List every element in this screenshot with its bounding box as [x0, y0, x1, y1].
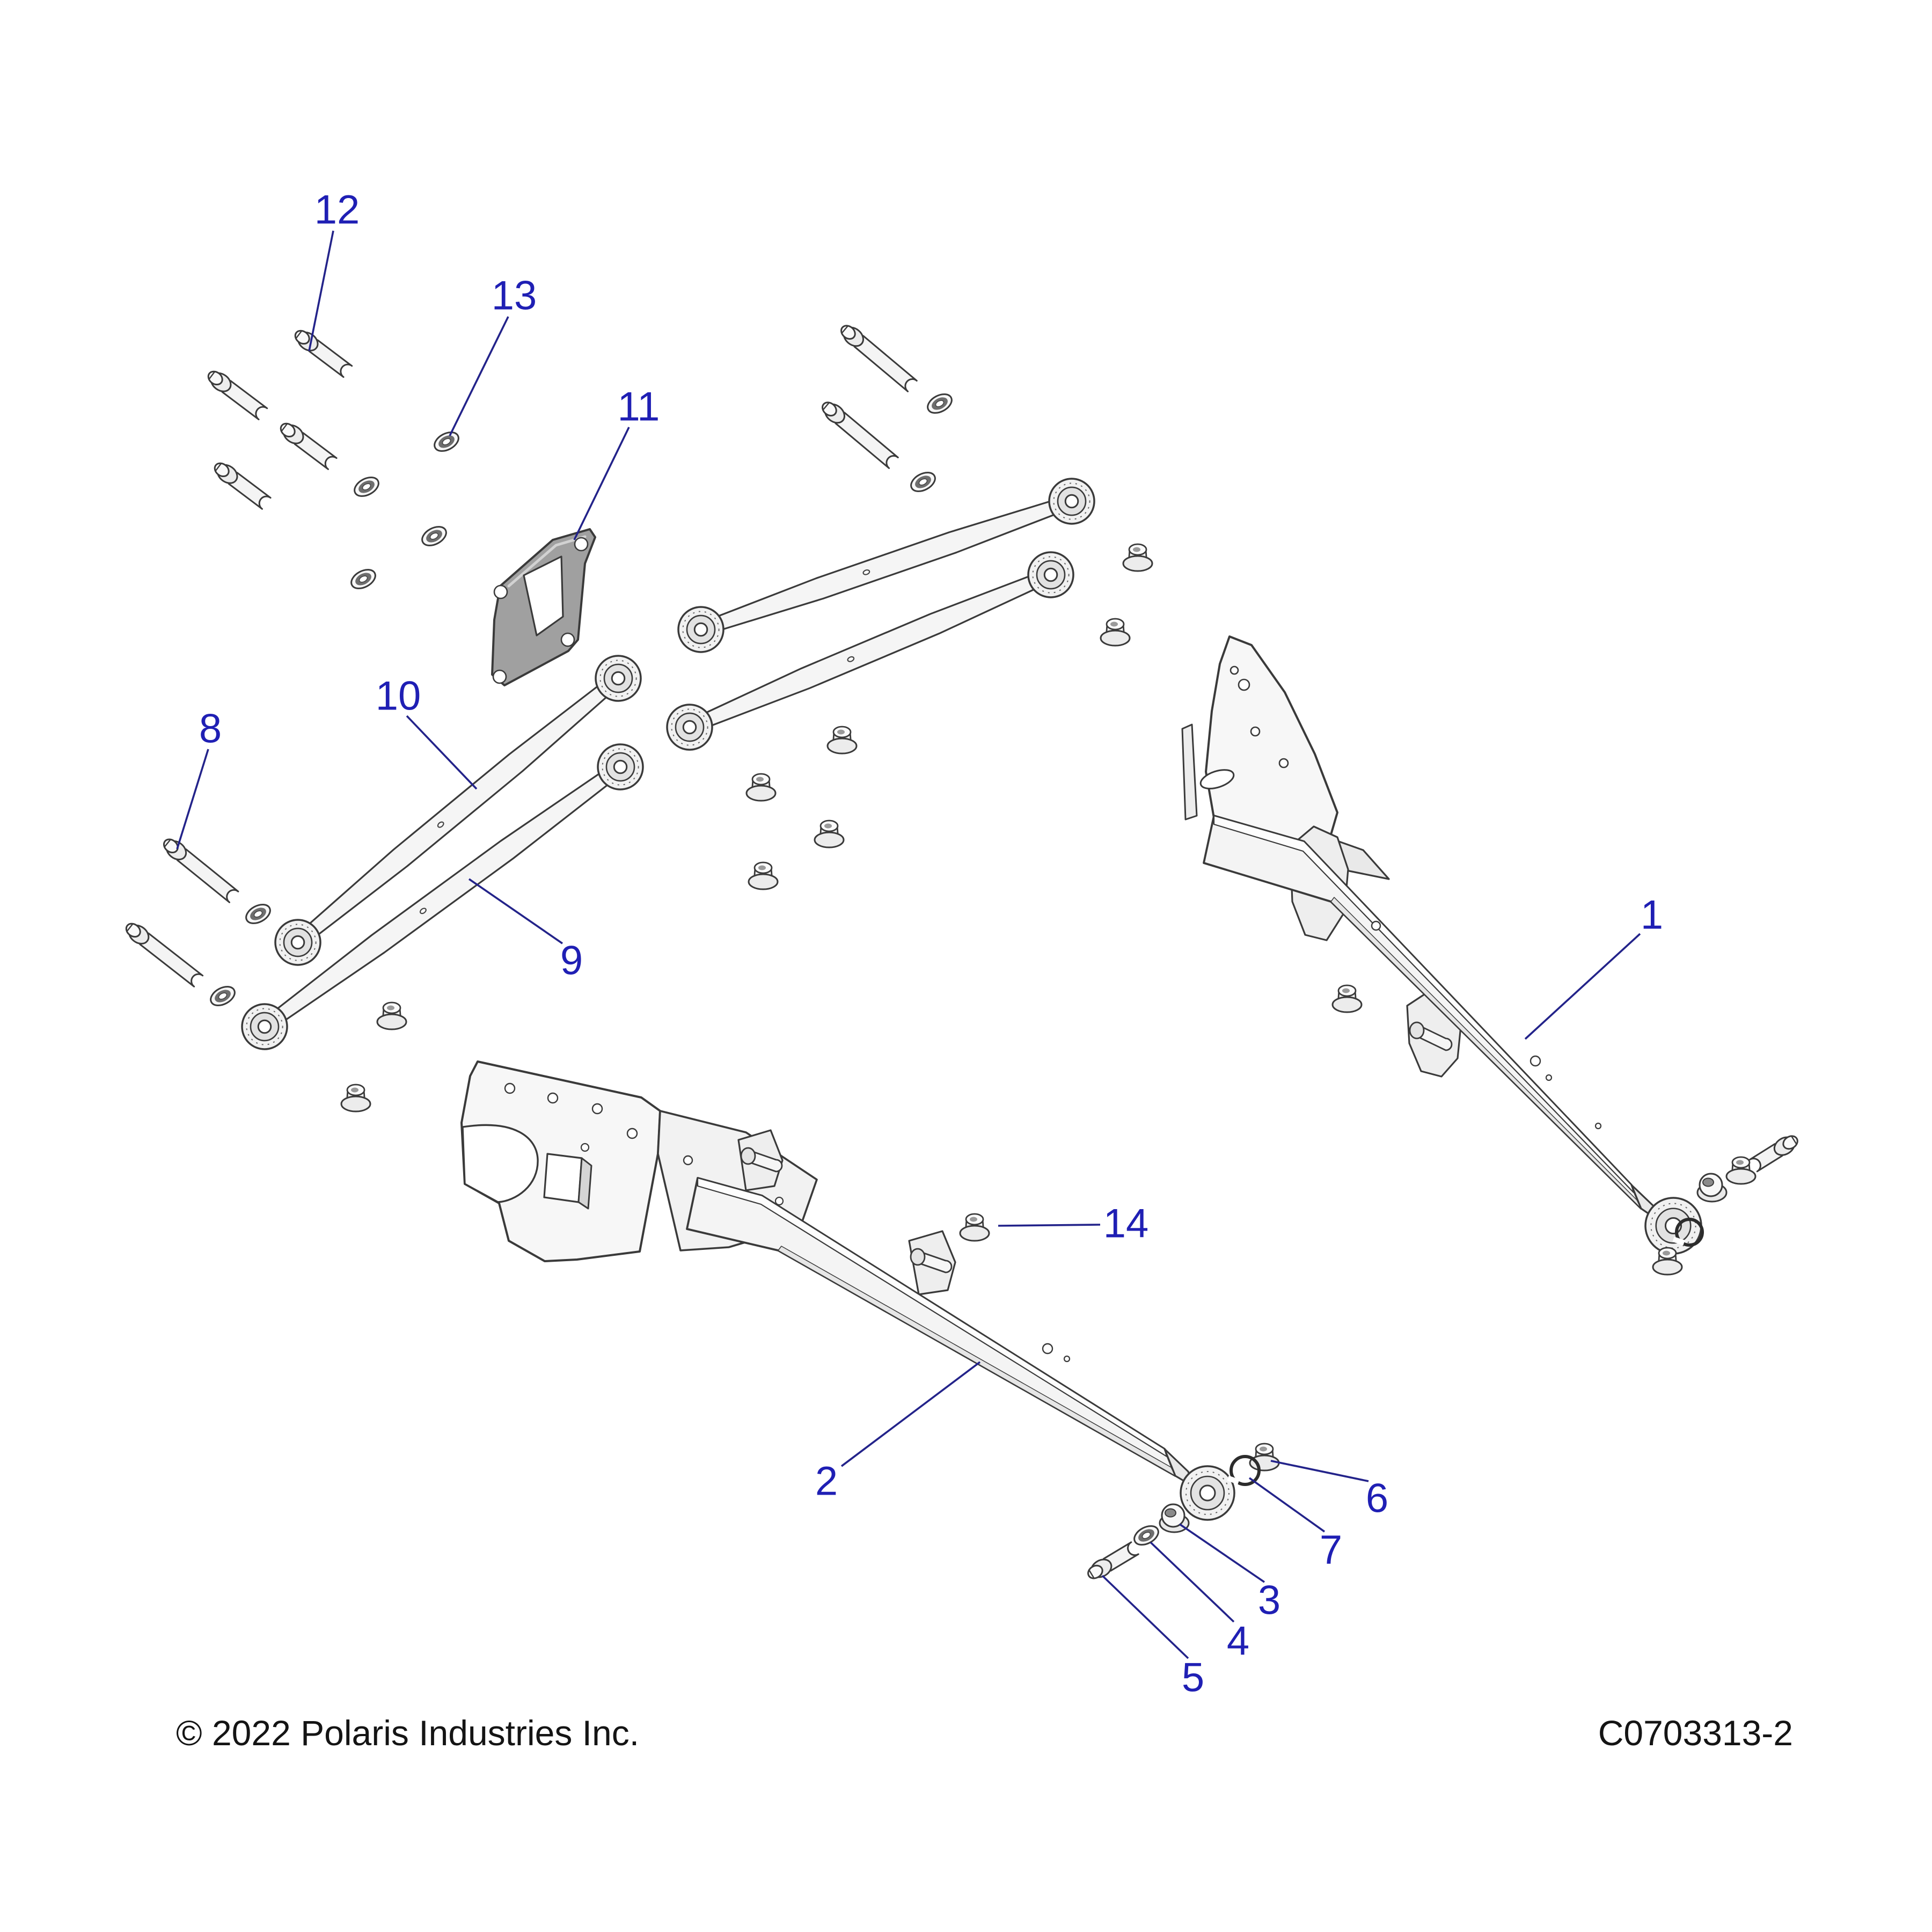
pivot-bushing [1696, 1173, 1728, 1203]
flange-nut [1122, 543, 1153, 572]
callout-3: 3 [1179, 1523, 1280, 1623]
callout-number: 3 [1258, 1578, 1280, 1623]
flange-nut [376, 1001, 407, 1030]
flange-nut [745, 773, 777, 802]
radius-rods [241, 478, 1095, 1050]
pivot-bushing [1159, 1503, 1190, 1533]
flange-nut [959, 1213, 990, 1242]
callout-number: 2 [815, 1459, 838, 1504]
trailing-arm-right [1181, 635, 1702, 1255]
radius-rod [241, 743, 644, 1050]
copyright-text: © 2022 Polaris Industries Inc. [176, 1713, 639, 1753]
flange-bolt [1087, 1541, 1139, 1579]
flange-nut [826, 726, 858, 755]
radius-rod [666, 551, 1074, 751]
flange-bolt [214, 462, 272, 510]
ball-joint-end [1048, 478, 1095, 525]
flange-bolt [822, 401, 899, 469]
callout-2: 2 [815, 1361, 981, 1504]
callout-9: 9 [468, 878, 583, 984]
callout-10: 10 [376, 674, 478, 790]
callout-number: 4 [1227, 1619, 1249, 1664]
flange-bolt [280, 422, 338, 470]
washer [350, 569, 376, 589]
snap-ring [1672, 1218, 1704, 1247]
callout-number: 9 [560, 938, 583, 984]
callout-12: 12 [308, 187, 360, 352]
ball-joint-end [666, 704, 713, 751]
callout-number: 8 [199, 706, 222, 752]
callout-number: 11 [618, 384, 660, 430]
ball-joint-end [1644, 1197, 1702, 1255]
flange-nut [1725, 1156, 1757, 1185]
part-code-text: C0703313-2 [1598, 1713, 1793, 1753]
callout-number: 5 [1182, 1655, 1204, 1701]
flange-bolt [207, 370, 268, 421]
flange-nut [340, 1084, 371, 1113]
flange-nut [748, 861, 779, 890]
radius-rod-mount-bracket [491, 528, 596, 686]
ball-joint-end [597, 743, 644, 791]
washer [910, 472, 936, 492]
callout-4: 4 [1150, 1541, 1249, 1664]
flange-nut [1331, 984, 1363, 1013]
washer [245, 904, 271, 924]
radius-rod [274, 655, 642, 966]
callout-8: 8 [176, 706, 222, 850]
flange-bolt [840, 325, 918, 392]
flange-bolt [294, 330, 353, 378]
shock-mount-clevis [737, 1129, 784, 1191]
flange-nut [814, 819, 845, 848]
flange-nut [1100, 618, 1131, 647]
callout-7: 7 [1248, 1477, 1342, 1573]
washer [421, 526, 447, 546]
callout-14: 14 [998, 1201, 1148, 1247]
flange-bolt [163, 838, 239, 903]
ball-joint-end [241, 1003, 288, 1050]
snap-ring [1227, 1455, 1261, 1486]
ball-joint-end [677, 606, 724, 653]
callout-number: 1 [1641, 892, 1663, 938]
flange-bolt [1749, 1135, 1798, 1173]
flange-nut [1249, 1443, 1280, 1472]
ball-joint-end [595, 655, 642, 702]
callout-number: 12 [314, 187, 360, 233]
washer [927, 393, 953, 414]
ball-joint-end [1180, 1465, 1235, 1521]
fasteners [125, 325, 1798, 1579]
callout-13: 13 [449, 273, 537, 436]
radius-rod [677, 478, 1095, 653]
trailing-arm-left [460, 1060, 1235, 1521]
callout-6: 6 [1270, 1460, 1388, 1521]
callout-number: 14 [1103, 1201, 1149, 1247]
callout-number: 13 [492, 273, 537, 319]
callout-number: 7 [1320, 1527, 1342, 1573]
flange-bolt [125, 923, 204, 987]
shock-mount-clevis [908, 1230, 956, 1296]
callout-11: 11 [573, 384, 660, 540]
washer [1133, 1525, 1159, 1546]
washer [354, 477, 379, 497]
flange-nut [1652, 1247, 1683, 1276]
callout-number: 6 [1366, 1476, 1388, 1521]
ball-joint-end [1027, 551, 1074, 598]
washer [434, 431, 459, 452]
callout-1: 1 [1524, 892, 1663, 1040]
washer [210, 986, 236, 1006]
ball-joint-end [274, 919, 321, 966]
callout-5: 5 [1101, 1575, 1204, 1701]
callout-number: 10 [376, 674, 421, 719]
